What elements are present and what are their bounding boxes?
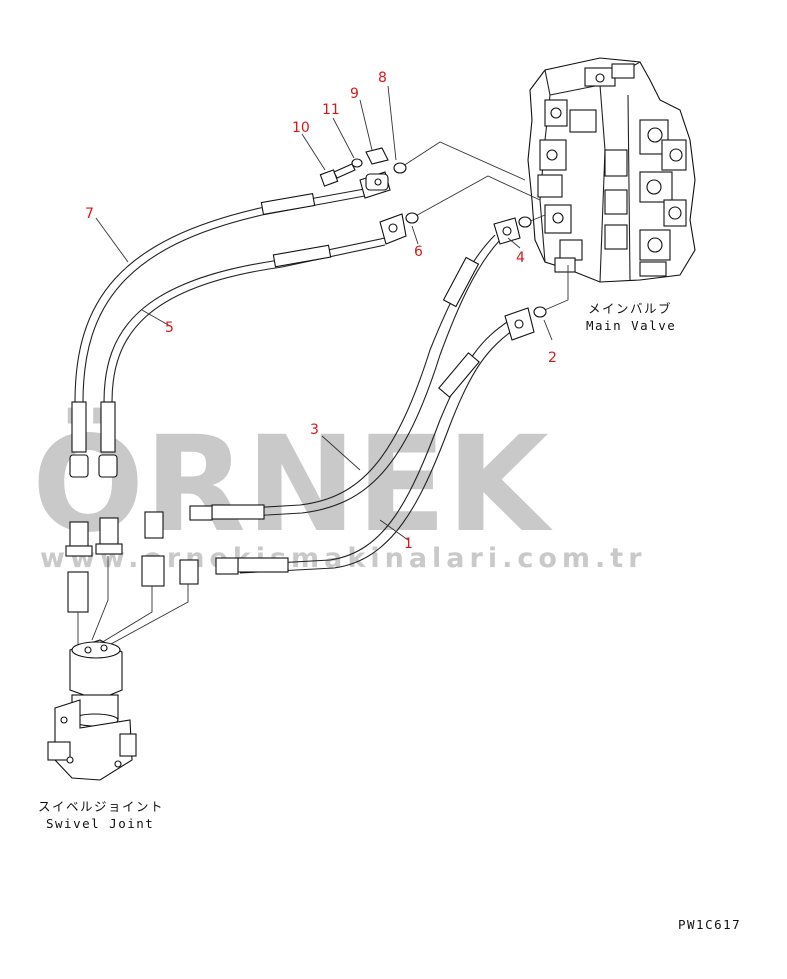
- callout-9: 9: [350, 86, 359, 102]
- hose-7: [74, 171, 391, 403]
- oring-4: [518, 216, 532, 228]
- callout-numbers: 1 2 3 4 5 6 7 8 9 10 11: [85, 70, 557, 552]
- callout-4: 4: [516, 250, 525, 266]
- hose-7-end-fitting: [65, 401, 93, 613]
- oring-2: [533, 306, 547, 318]
- callout-5: 5: [165, 320, 174, 336]
- callout-11: 11: [322, 102, 340, 118]
- callout-1: 1: [404, 536, 413, 552]
- main-valve: [527, 57, 696, 283]
- swivel-joint: [47, 639, 137, 781]
- oring-8: [393, 162, 407, 174]
- drawing-code: PW1C617: [678, 917, 741, 932]
- main-valve-label-en: Main Valve: [586, 318, 676, 333]
- hose-1: [215, 307, 535, 575]
- callout-7: 7: [85, 206, 94, 222]
- hose-5: [103, 213, 407, 403]
- watermark-brand: ÖRNEK: [32, 408, 553, 562]
- bolt-10: [319, 163, 356, 187]
- callout-6: 6: [414, 244, 423, 260]
- watermark-url: www.ornekismakinalari.com.tr: [40, 543, 647, 574]
- main-valve-label-jp: メインバルブ: [588, 301, 672, 316]
- callout-2: 2: [548, 350, 557, 366]
- clamp-9: [365, 147, 389, 165]
- washer-11: [351, 158, 363, 168]
- swivel-joint-label-jp: スイベルジョイント: [38, 799, 164, 814]
- adapter-fittings: [141, 511, 199, 587]
- oring-6: [405, 212, 419, 224]
- hose-3: [189, 217, 521, 521]
- swivel-joint-label-en: Swivel Joint: [46, 816, 154, 831]
- watermark: ÖRNEK www.ornekismakinalari.com.tr: [32, 408, 647, 574]
- callout-3: 3: [310, 422, 319, 438]
- callout-10: 10: [292, 120, 310, 136]
- callout-8: 8: [378, 70, 387, 86]
- hose-5-end-fitting: [95, 401, 123, 555]
